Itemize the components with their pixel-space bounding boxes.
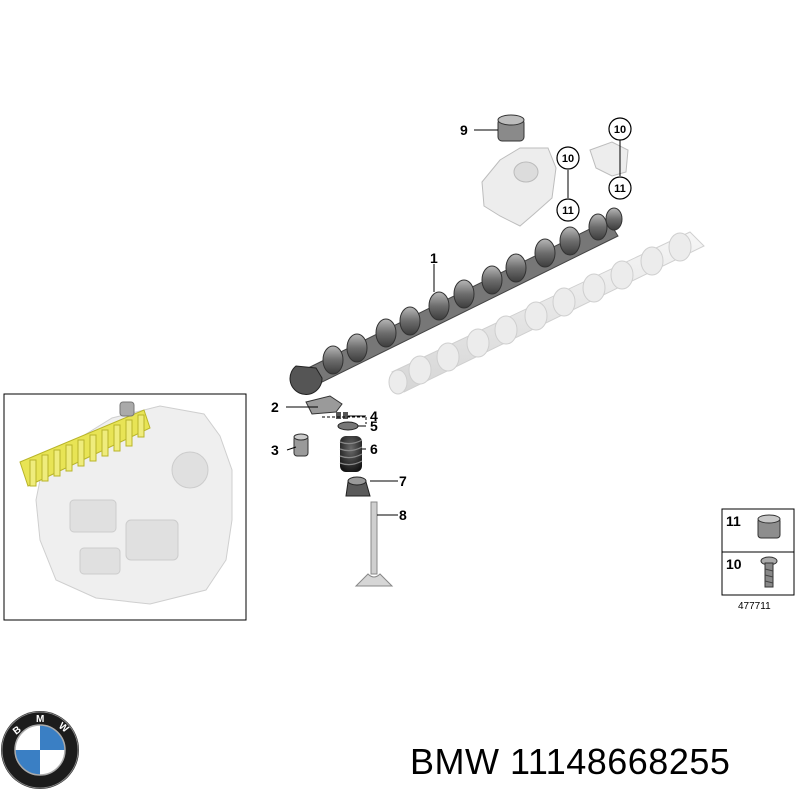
callout-4: 4: [370, 408, 378, 424]
legend-bolt-icon: [760, 556, 778, 588]
valve-stem-seal-part: [345, 476, 371, 497]
callout-9: 9: [460, 122, 468, 138]
callout-6: 6: [370, 441, 378, 457]
valve-part: [354, 501, 394, 587]
callout-5: 5: [370, 418, 378, 434]
callout-11-circle-a: 11: [556, 198, 580, 222]
svg-text:11: 11: [614, 183, 626, 195]
legend-item-10: 10: [726, 556, 742, 572]
bearing-bracket: [481, 141, 629, 227]
camshaft-part: [289, 207, 623, 395]
svg-text:10: 10: [614, 124, 626, 136]
callout-10-circle-a: 10: [556, 146, 580, 170]
diagram-ref-number: 477711: [738, 601, 771, 612]
callout-2: 2: [271, 399, 279, 415]
bucket-tappet-part: [497, 114, 525, 142]
highlighted-camshaft: [19, 401, 151, 487]
spring-retainer-part: [337, 421, 359, 431]
ghost-camshaft: [388, 231, 705, 395]
valve-spring-part: [339, 436, 363, 472]
part-number: 11148668255: [510, 741, 731, 782]
part-caption: BMW 11148668255: [410, 741, 730, 783]
callout-11-circle-b: 11: [608, 176, 632, 200]
hydraulic-adjuster-part: [293, 433, 309, 457]
callout-3: 3: [271, 442, 279, 458]
valve-keepers-part: [336, 412, 348, 419]
engine-overview-inset: [3, 393, 247, 621]
bmw-logo: B M W: [1, 711, 79, 789]
legend-box: 11 10 477711: [721, 508, 795, 612]
brand-name: BMW: [410, 741, 500, 782]
svg-text:11: 11: [562, 205, 574, 217]
leader-lines: [286, 129, 621, 516]
legend-sleeve-icon: [757, 514, 781, 539]
callout-1: 1: [430, 250, 438, 266]
legend-item-11: 11: [726, 513, 741, 529]
callout-10-circle-b: 10: [608, 117, 632, 141]
callout-8: 8: [399, 507, 407, 523]
rocker-arm-part: [305, 395, 343, 415]
callout-7: 7: [399, 473, 407, 489]
svg-text:10: 10: [562, 153, 574, 165]
svg-text:M: M: [36, 714, 44, 725]
